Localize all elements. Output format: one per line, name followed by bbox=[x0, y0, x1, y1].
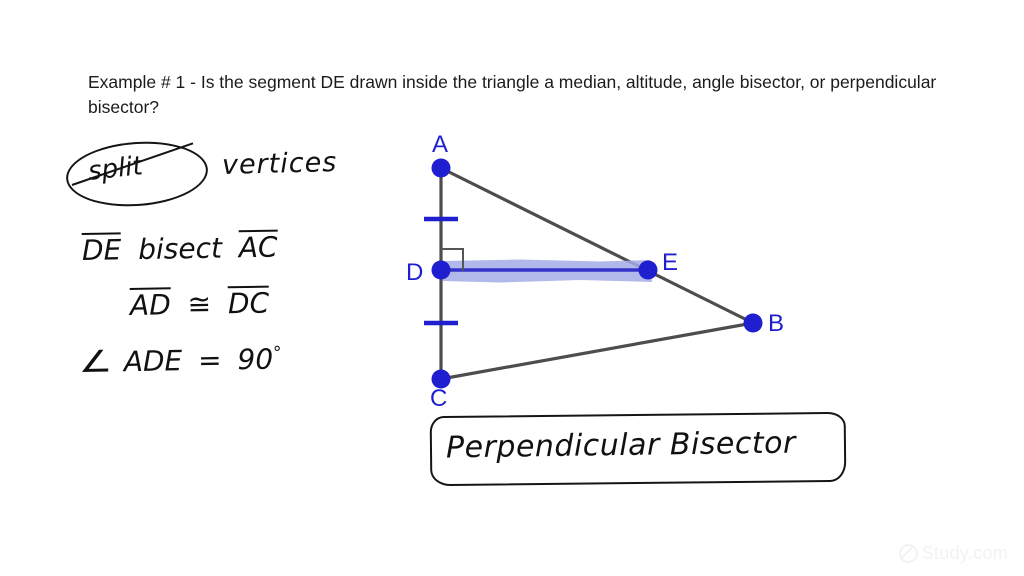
note-congruence-statement: AD ≅ DC bbox=[129, 285, 270, 322]
equals-symbol: = bbox=[197, 343, 222, 377]
angle-name: ADE bbox=[123, 344, 183, 379]
vertex-label-b: B bbox=[768, 310, 784, 337]
segment-dc-overline: DC bbox=[227, 285, 270, 321]
segment-de-overline: DE bbox=[81, 232, 122, 267]
angle-symbol-icon: ∠ bbox=[78, 344, 113, 381]
note-bisect-statement: DE bisect AC bbox=[81, 229, 278, 267]
segment-ac-overline: AC bbox=[238, 229, 278, 265]
vertex-label-e: E bbox=[662, 249, 678, 276]
vertex-dot-b bbox=[743, 313, 763, 333]
question-prompt: Example # 1 - Is the segment DE drawn in… bbox=[88, 72, 937, 117]
right-angle-marker bbox=[441, 248, 464, 271]
note-crossed-word-group: split bbox=[63, 137, 211, 211]
degree-symbol: ° bbox=[272, 343, 282, 364]
vertex-dot-c bbox=[431, 369, 451, 389]
side-ab bbox=[439, 166, 755, 325]
vertex-label-d: D bbox=[406, 259, 423, 286]
congruent-symbol: ≅ bbox=[187, 287, 212, 321]
note-replacement-word: vertices bbox=[221, 146, 338, 181]
vertex-label-c: C bbox=[430, 385, 447, 412]
watermark-text: Study.com bbox=[921, 543, 1008, 563]
vertex-label-a: A bbox=[432, 131, 448, 158]
note-angle-statement: ∠ ADE = 90° bbox=[78, 342, 282, 380]
vertex-dot-e bbox=[638, 260, 658, 280]
vertex-dot-d bbox=[431, 260, 451, 280]
answer-label: Perpendicular Bisector bbox=[445, 425, 797, 466]
side-cb bbox=[439, 321, 755, 381]
angle-value: 90 bbox=[237, 342, 274, 377]
watermark: Study.com bbox=[898, 543, 1008, 564]
segment-ad-overline: AD bbox=[129, 287, 172, 322]
bisect-verb: bisect bbox=[137, 231, 223, 267]
circle-slash-icon bbox=[898, 544, 918, 563]
highlight-band bbox=[443, 259, 652, 283]
vertex-dot-a bbox=[431, 158, 451, 178]
